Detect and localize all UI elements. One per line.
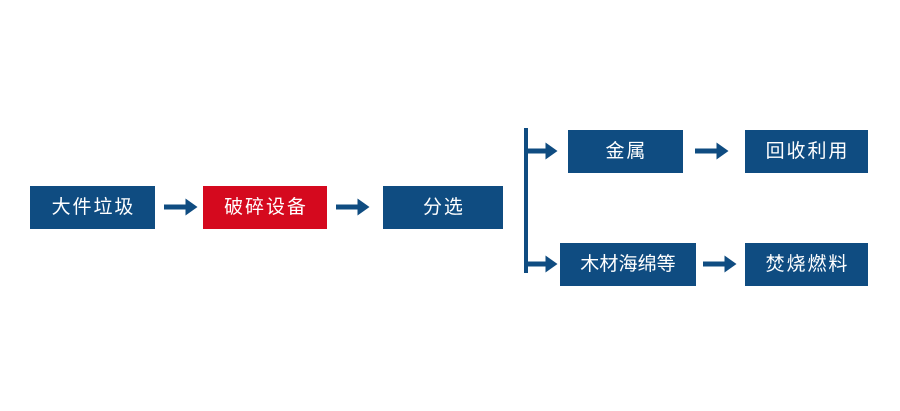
node-bulky-waste-label: 大件垃圾 bbox=[51, 196, 136, 218]
arrow-right-icon-crusher-to-sorting bbox=[336, 194, 370, 220]
node-crusher-equipment-label: 破碎设备 bbox=[224, 196, 308, 218]
node-recycling-label: 回收利用 bbox=[765, 140, 850, 162]
vertical-line-connector bbox=[524, 128, 528, 273]
node-bulky-waste[interactable]: 大件垃圾 bbox=[30, 186, 155, 229]
node-wood-sponge-label: 木材海绵等 bbox=[580, 253, 676, 275]
node-wood-sponge[interactable]: 木材海绵等 bbox=[560, 243, 696, 286]
node-metal[interactable]: 金属 bbox=[568, 130, 683, 173]
node-sorting[interactable]: 分选 bbox=[383, 186, 503, 229]
node-sorting-label: 分选 bbox=[423, 196, 465, 218]
node-incineration-label: 焚烧燃料 bbox=[765, 253, 850, 275]
node-metal-label: 金属 bbox=[605, 140, 648, 162]
arrow-right-icon-wood-to-incineration bbox=[703, 251, 737, 277]
node-crusher-equipment[interactable]: 破碎设备 bbox=[203, 186, 327, 229]
arrow-right-icon-branch-top bbox=[527, 138, 558, 164]
node-recycling[interactable]: 回收利用 bbox=[745, 130, 868, 173]
node-incineration[interactable]: 焚烧燃料 bbox=[745, 243, 868, 286]
arrow-right-icon-branch-bottom bbox=[527, 251, 558, 277]
arrow-right-icon-waste-to-crusher bbox=[164, 194, 198, 220]
arrow-right-icon-metal-to-recycling bbox=[695, 138, 729, 164]
